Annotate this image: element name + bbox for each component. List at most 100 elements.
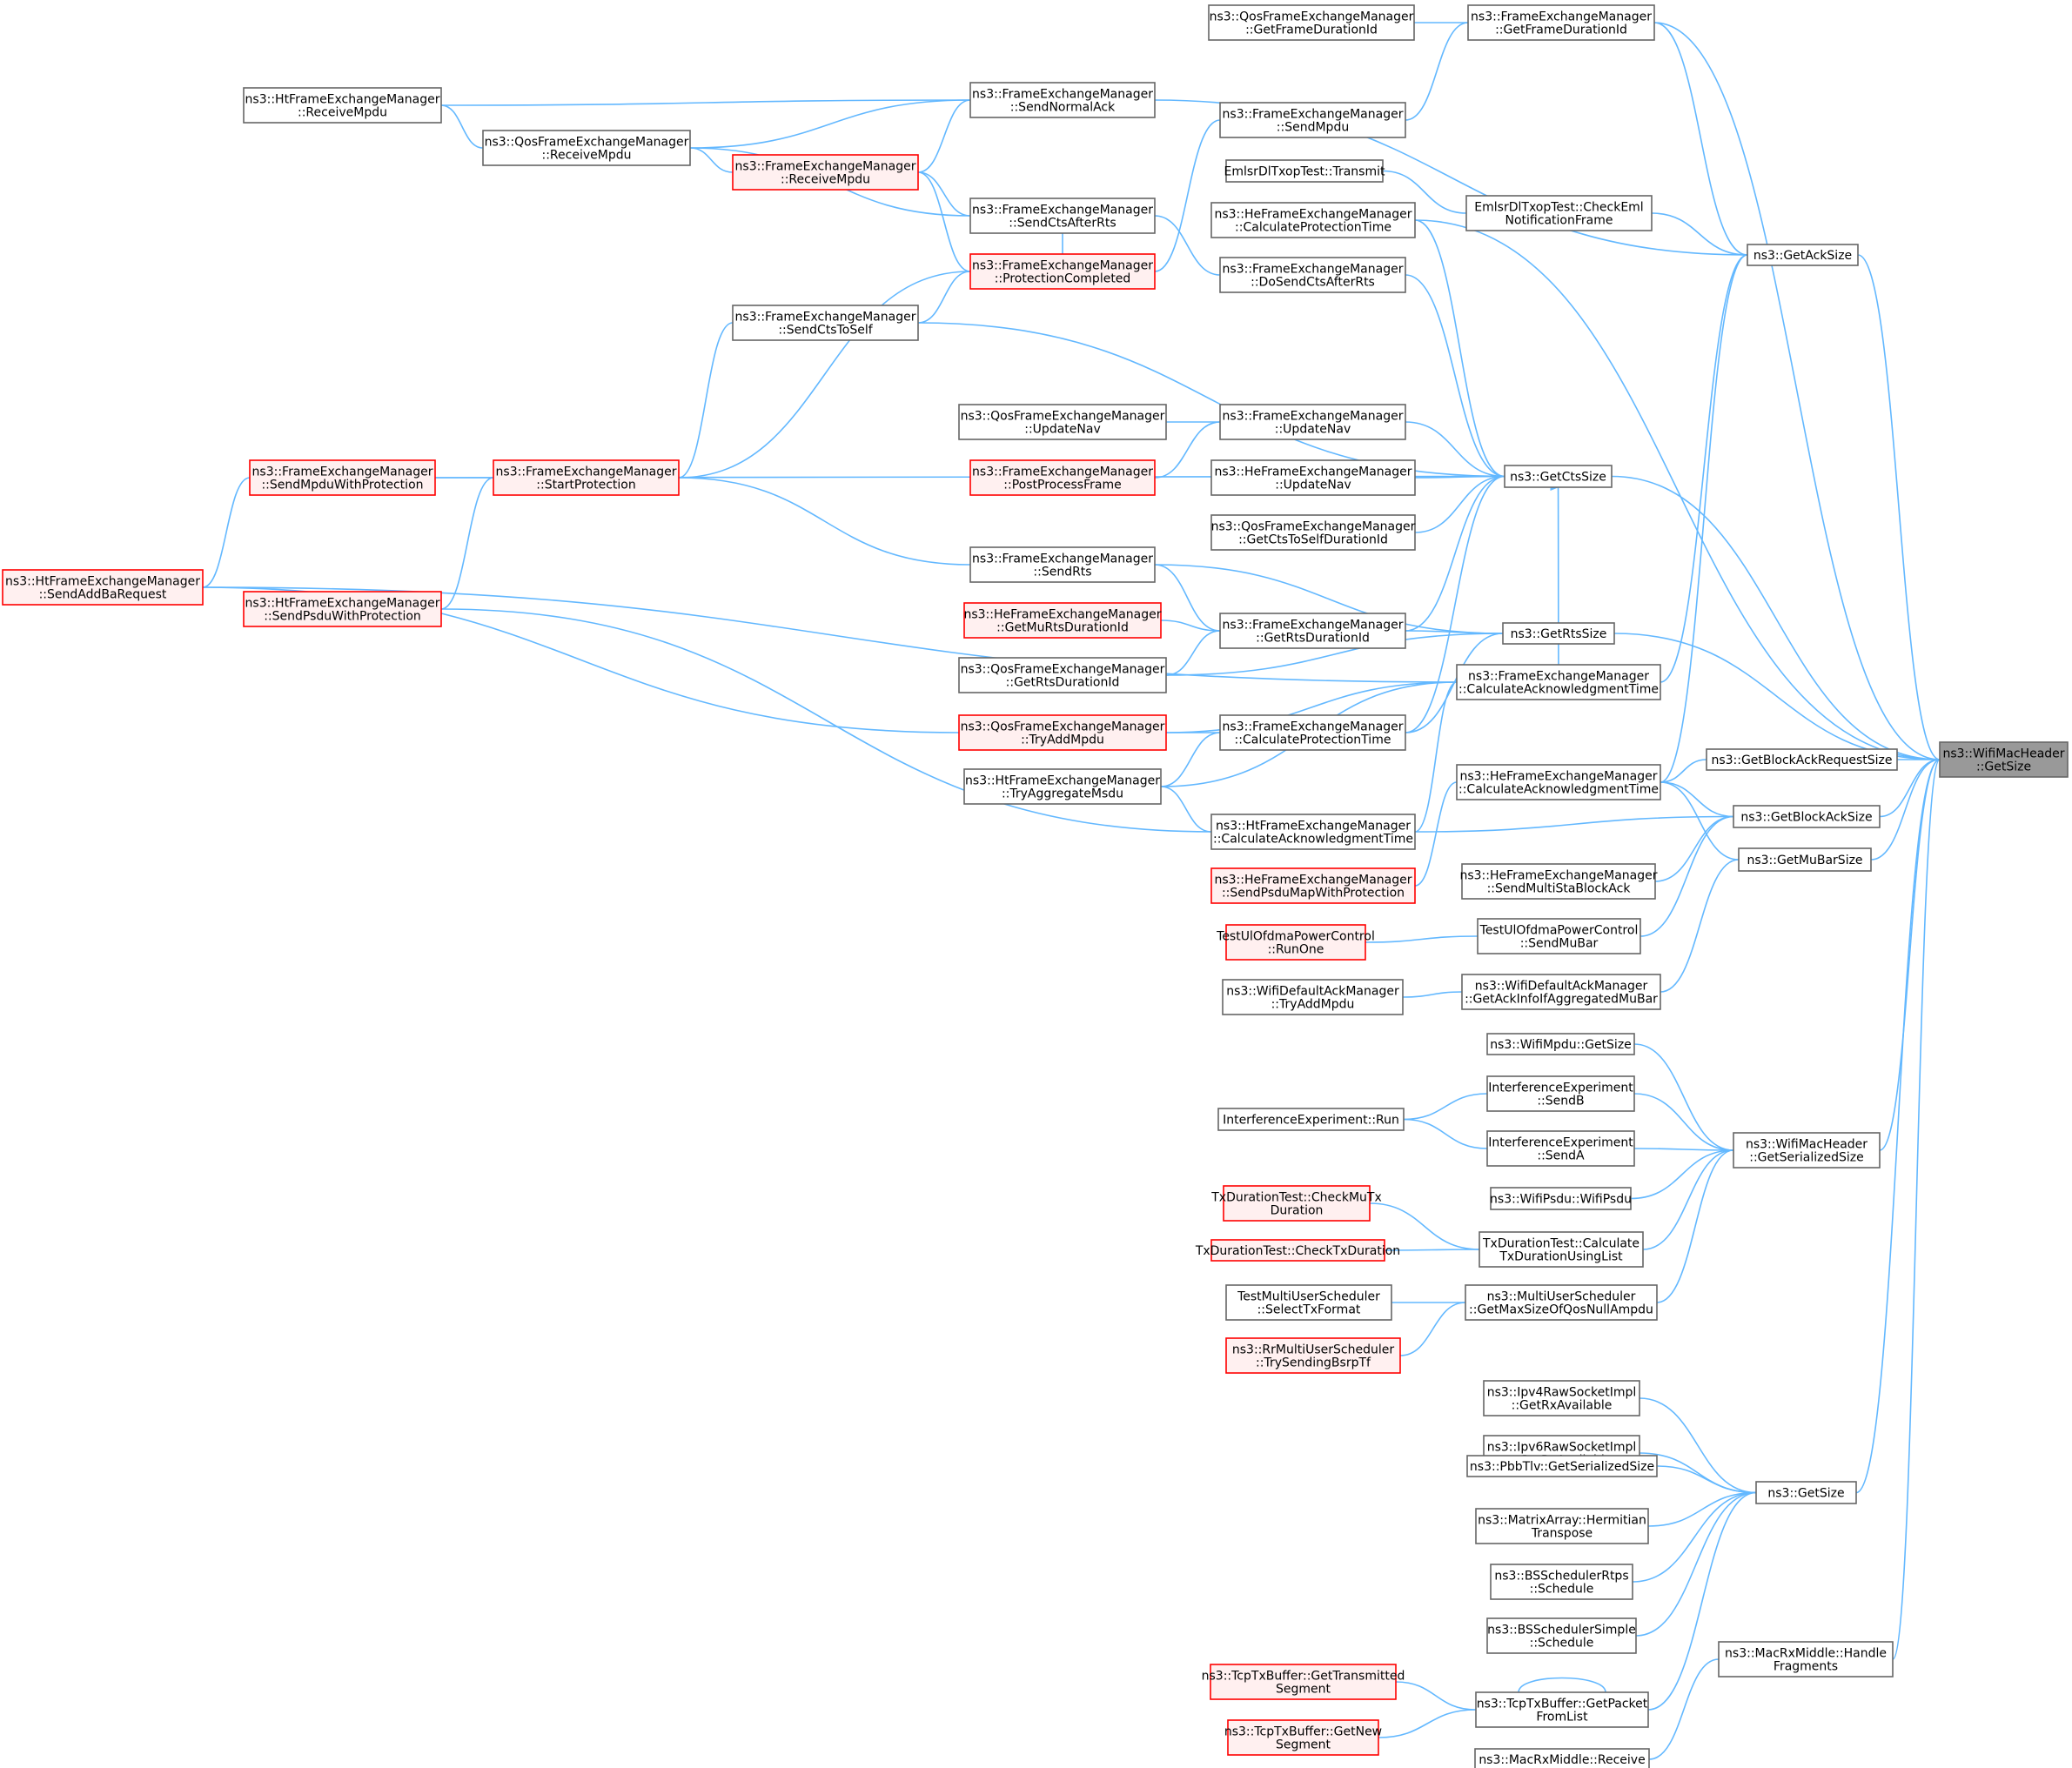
graph-node[interactable]: ns3::WifiDefaultAckManager::TryAddMpdu xyxy=(1222,979,1404,1015)
graph-node[interactable]: ns3::HeFrameExchangeManager::UpdateNav xyxy=(1210,459,1416,496)
graph-node[interactable]: ns3::HeFrameExchangeManager::CalculateAc… xyxy=(1456,764,1661,800)
node-box xyxy=(963,768,1162,805)
graph-node[interactable]: EmlsrDlTxopTest::Transmit xyxy=(1224,159,1385,183)
graph-node[interactable]: ns3::GetAckSize xyxy=(1747,244,1859,266)
node-label: ns3::FrameExchangeManager xyxy=(1223,720,1404,734)
graph-node[interactable]: ns3::FrameExchangeManager::StartProtecti… xyxy=(493,459,680,496)
graph-node[interactable]: ns3::FrameExchangeManager::GetRtsDuratio… xyxy=(1219,613,1406,649)
graph-node[interactable]: ns3::BSSchedulerRtps::Schedule xyxy=(1490,1564,1633,1600)
edge-n53-to-n7 xyxy=(1630,1146,1742,1200)
graph-node[interactable]: TestMultiUserScheduler::SelectTxFormat xyxy=(1225,1284,1392,1321)
graph-node[interactable]: ns3::WifiMacHeader::GetSerializedSize xyxy=(1733,1132,1881,1169)
graph-node[interactable]: ns3::GetBlockAckSize xyxy=(1733,805,1881,828)
graph-node[interactable]: TxDurationTest::CalculateTxDurationUsing… xyxy=(1479,1231,1644,1268)
graph-node[interactable]: ns3::FrameExchangeManager::CalculateAckn… xyxy=(1456,664,1661,700)
graph-node[interactable]: ns3::GetMuBarSize xyxy=(1738,847,1872,872)
node-box xyxy=(1477,918,1641,954)
graph-node[interactable]: TestUlOfdmaPowerControl::RunOne xyxy=(1216,924,1375,961)
edge-n34-to-n35 xyxy=(1160,619,1229,635)
node-box xyxy=(243,591,442,627)
graph-node[interactable]: ns3::QosFrameExchangeManager::GetFrameDu… xyxy=(1208,4,1415,41)
node-label: ::SendB xyxy=(1537,1095,1584,1108)
graph-node[interactable]: ns3::HeFrameExchangeManager::GetMuRtsDur… xyxy=(963,602,1162,639)
edge-n68-to-n67 xyxy=(1378,1705,1485,1738)
graph-node[interactable]: TestUlOfdmaPowerControl::SendMuBar xyxy=(1477,918,1641,954)
node-label: ::TryAddMpdu xyxy=(1271,998,1355,1012)
graph-node[interactable]: ns3::FrameExchangeManager::SendCtsAfterR… xyxy=(969,198,1156,234)
graph-node[interactable]: ns3::FrameExchangeManager::PostProcessFr… xyxy=(969,459,1156,496)
node-label: ::ReceiveMpdu xyxy=(781,173,870,187)
graph-node[interactable]: ns3::FrameExchangeManager::SendRts xyxy=(969,546,1156,583)
node-box xyxy=(1217,1108,1405,1131)
edge-n17-to-n18 xyxy=(1382,170,1475,218)
graph-node[interactable]: ns3::WifiMacHeader::GetSize xyxy=(1939,741,2069,778)
graph-node[interactable]: ns3::FrameExchangeManager::SendNormalAck xyxy=(969,82,1156,118)
graph-node[interactable]: ns3::HeFrameExchangeManager::SendPsduMap… xyxy=(1210,867,1416,904)
graph-node[interactable]: ns3::QosFrameExchangeManager::ReceiveMpd… xyxy=(482,130,691,166)
graph-node[interactable]: ns3::RrMultiUserScheduler::TrySendingBsr… xyxy=(1225,1337,1401,1374)
graph-node[interactable]: ns3::HtFrameExchangeManager::SendAddBaRe… xyxy=(2,569,204,606)
edge-n4-to-n41 xyxy=(1652,759,1707,787)
graph-node[interactable]: InterferenceExperiment::SendB xyxy=(1486,1075,1635,1112)
graph-node[interactable]: ns3::HtFrameExchangeManager::CalculateAc… xyxy=(1210,814,1416,850)
graph-node[interactable]: ns3::WifiMpdu::GetSize xyxy=(1486,1033,1635,1055)
graph-node[interactable]: ns3::HtFrameExchangeManager::SendPsduWit… xyxy=(243,591,442,627)
graph-node[interactable]: ns3::FrameExchangeManager::SendMpduWithP… xyxy=(249,459,436,496)
node-label: ns3::HtFrameExchangeManager xyxy=(1216,820,1411,834)
graph-node[interactable]: ns3::FrameExchangeManager::CalculateProt… xyxy=(1219,714,1406,751)
node-layer: ns3::WifiMacHeader::GetSize ns3::GetAckSi… xyxy=(2,4,2069,1768)
graph-node[interactable]: ns3::QosFrameExchangeManager::GetCtsToSe… xyxy=(1210,514,1416,551)
node-box xyxy=(1733,805,1881,828)
graph-node[interactable]: ns3::HeFrameExchangeManager::CalculatePr… xyxy=(1210,202,1416,238)
node-label: ::GetMuRtsDurationId xyxy=(996,621,1129,635)
graph-node[interactable]: ns3::WifiDefaultAckManager::GetAckInfoIf… xyxy=(1461,974,1661,1010)
graph-node[interactable]: ns3::FrameExchangeManager::SendCtsToSelf xyxy=(732,305,919,341)
edge-n5-to-n44 xyxy=(1646,815,1734,886)
graph-node[interactable]: EmlsrDlTxopTest::CheckEmlNotificationFra… xyxy=(1465,195,1653,231)
graph-node[interactable]: ns3::HtFrameExchangeManager::TryAggregat… xyxy=(963,768,1162,805)
graph-node[interactable]: ns3::FrameExchangeManager::GetFrameDurat… xyxy=(1467,4,1655,41)
graph-node[interactable]: ns3::GetRtsSize xyxy=(1502,622,1615,645)
graph-node[interactable]: TxDurationTest::CheckTxDuration xyxy=(1195,1239,1400,1262)
graph-node[interactable]: ns3::QosFrameExchangeManager::TryAddMpdu xyxy=(958,714,1167,751)
node-label: Transpose xyxy=(1531,1527,1593,1541)
graph-node[interactable]: ns3::HeFrameExchangeManager::SendMultiSt… xyxy=(1459,863,1658,900)
graph-node[interactable]: ns3::PbbTlv::GetSerializedSize xyxy=(1466,1455,1658,1477)
graph-node[interactable]: ns3::HtFrameExchangeManager::ReceiveMpdu xyxy=(243,87,442,124)
edge-n59-to-n58 xyxy=(1399,1298,1474,1356)
graph-node[interactable]: ns3::GetSize xyxy=(1755,1481,1857,1504)
node-box xyxy=(1466,1455,1658,1477)
graph-node[interactable]: ns3::MultiUserScheduler::GetMaxSizeOfQos… xyxy=(1465,1284,1658,1321)
graph-node[interactable]: ns3::QosFrameExchangeManager::UpdateNav xyxy=(958,404,1167,440)
node-label: TestUlOfdmaPowerControl xyxy=(1216,930,1375,944)
edge-n37-to-n42 xyxy=(1406,681,1458,836)
node-label: ns3::QosFrameExchangeManager xyxy=(961,663,1165,677)
graph-node[interactable]: ns3::FrameExchangeManager::SendMpdu xyxy=(1219,102,1406,138)
graph-node[interactable]: ns3::WifiPsdu::WifiPsdu xyxy=(1490,1187,1632,1210)
node-label: Segment xyxy=(1276,1683,1331,1697)
graph-node[interactable]: InterferenceExperiment::Run xyxy=(1217,1108,1405,1131)
graph-node[interactable]: ns3::BSSchedulerSimple::Schedule xyxy=(1486,1617,1637,1654)
node-box xyxy=(1733,1132,1881,1169)
graph-node[interactable]: ns3::GetCtsSize xyxy=(1504,465,1613,488)
graph-node[interactable]: ns3::FrameExchangeManager::DoSendCtsAfte… xyxy=(1219,257,1406,293)
graph-node[interactable]: InterferenceExperiment::SendA xyxy=(1486,1130,1635,1167)
graph-node[interactable]: ns3::FrameExchangeManager::UpdateNav xyxy=(1219,404,1406,440)
graph-node[interactable]: ns3::MacRxMiddle::Receive xyxy=(1474,1748,1650,1768)
node-label: ::TryAddMpdu xyxy=(1021,733,1104,747)
node-box xyxy=(1456,764,1661,800)
node-label: ::UpdateNav xyxy=(1024,423,1100,437)
graph-node[interactable]: ns3::FrameExchangeManager::ReceiveMpdu xyxy=(732,154,919,191)
graph-node[interactable]: ns3::QosFrameExchangeManager::GetRtsDura… xyxy=(958,657,1167,693)
node-label: ns3::FrameExchangeManager xyxy=(735,311,916,325)
graph-node[interactable]: ns3::Ipv4RawSocketImpl::GetRxAvailable xyxy=(1483,1380,1640,1416)
graph-node[interactable]: ns3::GetBlockAckRequestSize xyxy=(1706,748,1898,771)
graph-node[interactable]: ns3::FrameExchangeManager::ProtectionCom… xyxy=(969,253,1156,290)
edge-n32-to-n28 xyxy=(670,473,971,566)
